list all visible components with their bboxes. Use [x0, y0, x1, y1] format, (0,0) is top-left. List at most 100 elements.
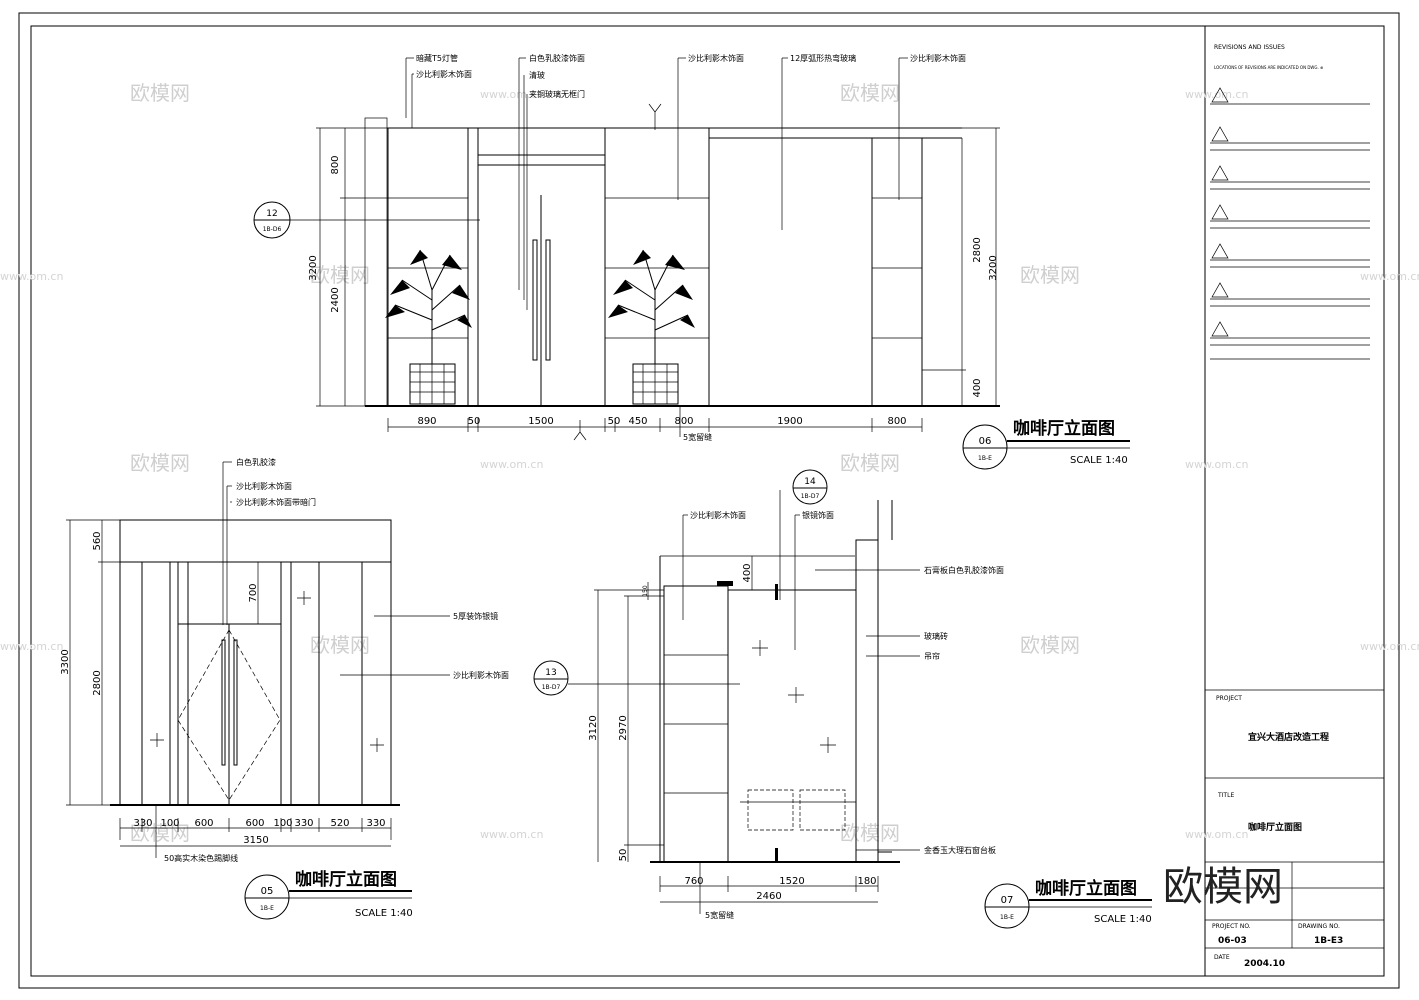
dim-label: 2460 — [756, 891, 781, 902]
title-number: 05 — [261, 886, 274, 897]
dim-label: 2400 — [330, 287, 341, 312]
revision-triangle-icon — [1211, 204, 1229, 220]
title-ref: 1B-E — [1000, 914, 1014, 921]
watermark-text: 欧模网 — [840, 821, 900, 845]
revisions-subtext: LOCATIONS OF REVISIONS ARE INDICATED ON … — [1214, 65, 1323, 70]
watermark-text: 欧模网 — [840, 451, 900, 475]
callout-label: 5厚装饰银镜 — [453, 611, 498, 621]
scale-label: SCALE 1:40 — [1094, 914, 1152, 925]
section-marker-13: 13 1B-D7 — [533, 660, 740, 696]
elevation-title-07: 07 1B-E 咖啡厅立面图 SCALE 1:40 — [984, 878, 1152, 929]
dim-label: 2970 — [618, 715, 629, 740]
watermark-text: 欧模网 — [310, 263, 370, 287]
callout-label: 沙比利影木饰面 — [453, 670, 509, 680]
watermark-site: www.om.cn — [1185, 458, 1248, 471]
watermark-site: www.om.cn — [480, 828, 543, 841]
drawing-no: 1B-E3 — [1314, 936, 1343, 946]
revision-rows — [1210, 87, 1370, 360]
dim-label: 3120 — [588, 715, 599, 740]
elevation-07: 沙比利影木饰面 银镜饰面 石膏板白色乳胶漆饰面 玻璃砖 吊帘 金香玉大理石窗台板… — [533, 469, 1152, 929]
callout-label: 暗藏T5灯管 — [416, 53, 458, 63]
dim-label: 600 — [245, 818, 264, 829]
dim-label: 330 — [133, 818, 152, 829]
watermark-logo: 欧模网 — [1163, 864, 1283, 910]
revision-triangle-icon — [1211, 126, 1229, 142]
section-number: 13 — [545, 668, 556, 678]
dim-label: 890 — [417, 416, 436, 427]
revision-triangle-icon — [1211, 282, 1229, 298]
callout-label: 沙比利影木饰面带暗门 — [236, 497, 316, 507]
project-no-label: PROJECT NO. — [1212, 923, 1251, 930]
dim-label: 330 — [294, 818, 313, 829]
callout-label: 沙比利影木饰面 — [236, 481, 292, 491]
dim-label: 400 — [972, 378, 983, 397]
title-number: 06 — [979, 436, 992, 447]
dim-label: 100 — [160, 818, 179, 829]
dim-label: 3200 — [308, 255, 319, 280]
section-number: 14 — [804, 477, 816, 487]
callout-label: 金香玉大理石窗台板 — [924, 845, 996, 855]
drawing-no-label: DRAWING NO. — [1298, 923, 1340, 930]
callout-label: 石膏板白色乳胶漆饰面 — [924, 565, 1004, 575]
dim-label: 600 — [194, 818, 213, 829]
dim-label: 50 — [608, 416, 621, 427]
watermark-text: 欧模网 — [130, 81, 190, 105]
revision-triangle-icon — [1211, 165, 1229, 181]
bottom-note: 5宽留缝 — [705, 910, 734, 920]
elevation-title-05: 05 1B-E 咖啡厅立面图 SCALE 1:40 — [244, 869, 413, 920]
callout-label: 白色乳胶漆饰面 — [529, 53, 585, 63]
bottom-note: 50高实木染色踢脚线 — [164, 853, 238, 863]
dim-label: 800 — [887, 416, 906, 427]
section-ref: 1B-D7 — [542, 684, 561, 691]
callout-label: 吊帘 — [924, 651, 940, 661]
watermark-text: 欧模网 — [1020, 633, 1080, 657]
dim-label: 150 — [642, 585, 649, 597]
section-number: 12 — [266, 209, 277, 219]
title-number: 07 — [1001, 895, 1014, 906]
dim-label: 760 — [684, 876, 703, 887]
dim-label: 520 — [330, 818, 349, 829]
dim-label: 800 — [330, 155, 341, 174]
watermark-site: www.om.cn — [1360, 270, 1419, 283]
potted-plant-icon — [608, 249, 695, 405]
title-label: TITLE — [1217, 792, 1234, 799]
drawing-title: 咖啡厅立面图 — [1248, 821, 1302, 833]
watermark-text: 欧模网 — [130, 451, 190, 475]
callout-label: 玻璃砖 — [924, 631, 948, 641]
project-name: 宜兴大酒店改造工程 — [1248, 731, 1329, 743]
callout-label: 沙比利影木饰面 — [688, 53, 744, 63]
title-block: REVISIONS AND ISSUES LOCATIONS OF REVISI… — [1205, 44, 1384, 969]
project-label: PROJECT — [1216, 695, 1242, 702]
watermark-site: www.om.cn — [0, 640, 63, 653]
callout-label: 12厚弧形热弯玻璃 — [790, 53, 856, 63]
revision-triangle-icon — [1211, 87, 1229, 103]
dim-label: 450 — [628, 416, 647, 427]
dim-label: 1900 — [777, 416, 802, 427]
elevation-06: 暗藏T5灯管 沙比利影木饰面 白色乳胶漆饰面 清玻 夹铜玻璃无框门 沙比利影木饰… — [253, 53, 1130, 470]
watermark-site: www.om.cn — [1360, 640, 1419, 653]
dim-label: 800 — [674, 416, 693, 427]
section-marker-14: 14 1B-D7 — [779, 469, 828, 600]
potted-plant-icon — [385, 249, 472, 405]
callout-label: 夹铜玻璃无框门 — [529, 89, 585, 99]
dim-label: 3200 — [988, 255, 999, 280]
project-no: 06-03 — [1218, 936, 1247, 946]
section-ref: 1B-D7 — [801, 493, 820, 500]
dim-label: 2800 — [92, 670, 103, 695]
dim-label: 1520 — [779, 876, 804, 887]
callout-label: 白色乳胶漆 — [236, 457, 276, 467]
sheet-inner-border — [30, 25, 1385, 977]
revisions-header: REVISIONS AND ISSUES — [1214, 44, 1285, 51]
callout-label: 清玻 — [529, 70, 545, 80]
callout-label: 沙比利影木饰面 — [690, 510, 746, 520]
callout-label: 沙比利影木饰面 — [416, 69, 472, 79]
watermark-site: www.om.cn — [1185, 828, 1248, 841]
date-value: 2004.10 — [1244, 959, 1285, 969]
dim-label: 2800 — [972, 237, 983, 262]
scale-label: SCALE 1:40 — [1070, 455, 1128, 466]
revision-triangle-icon — [1211, 321, 1229, 337]
watermark-site: www.om.cn — [480, 458, 543, 471]
date-label: DATE — [1214, 954, 1230, 961]
watermark-text: 欧模网 — [1020, 263, 1080, 287]
